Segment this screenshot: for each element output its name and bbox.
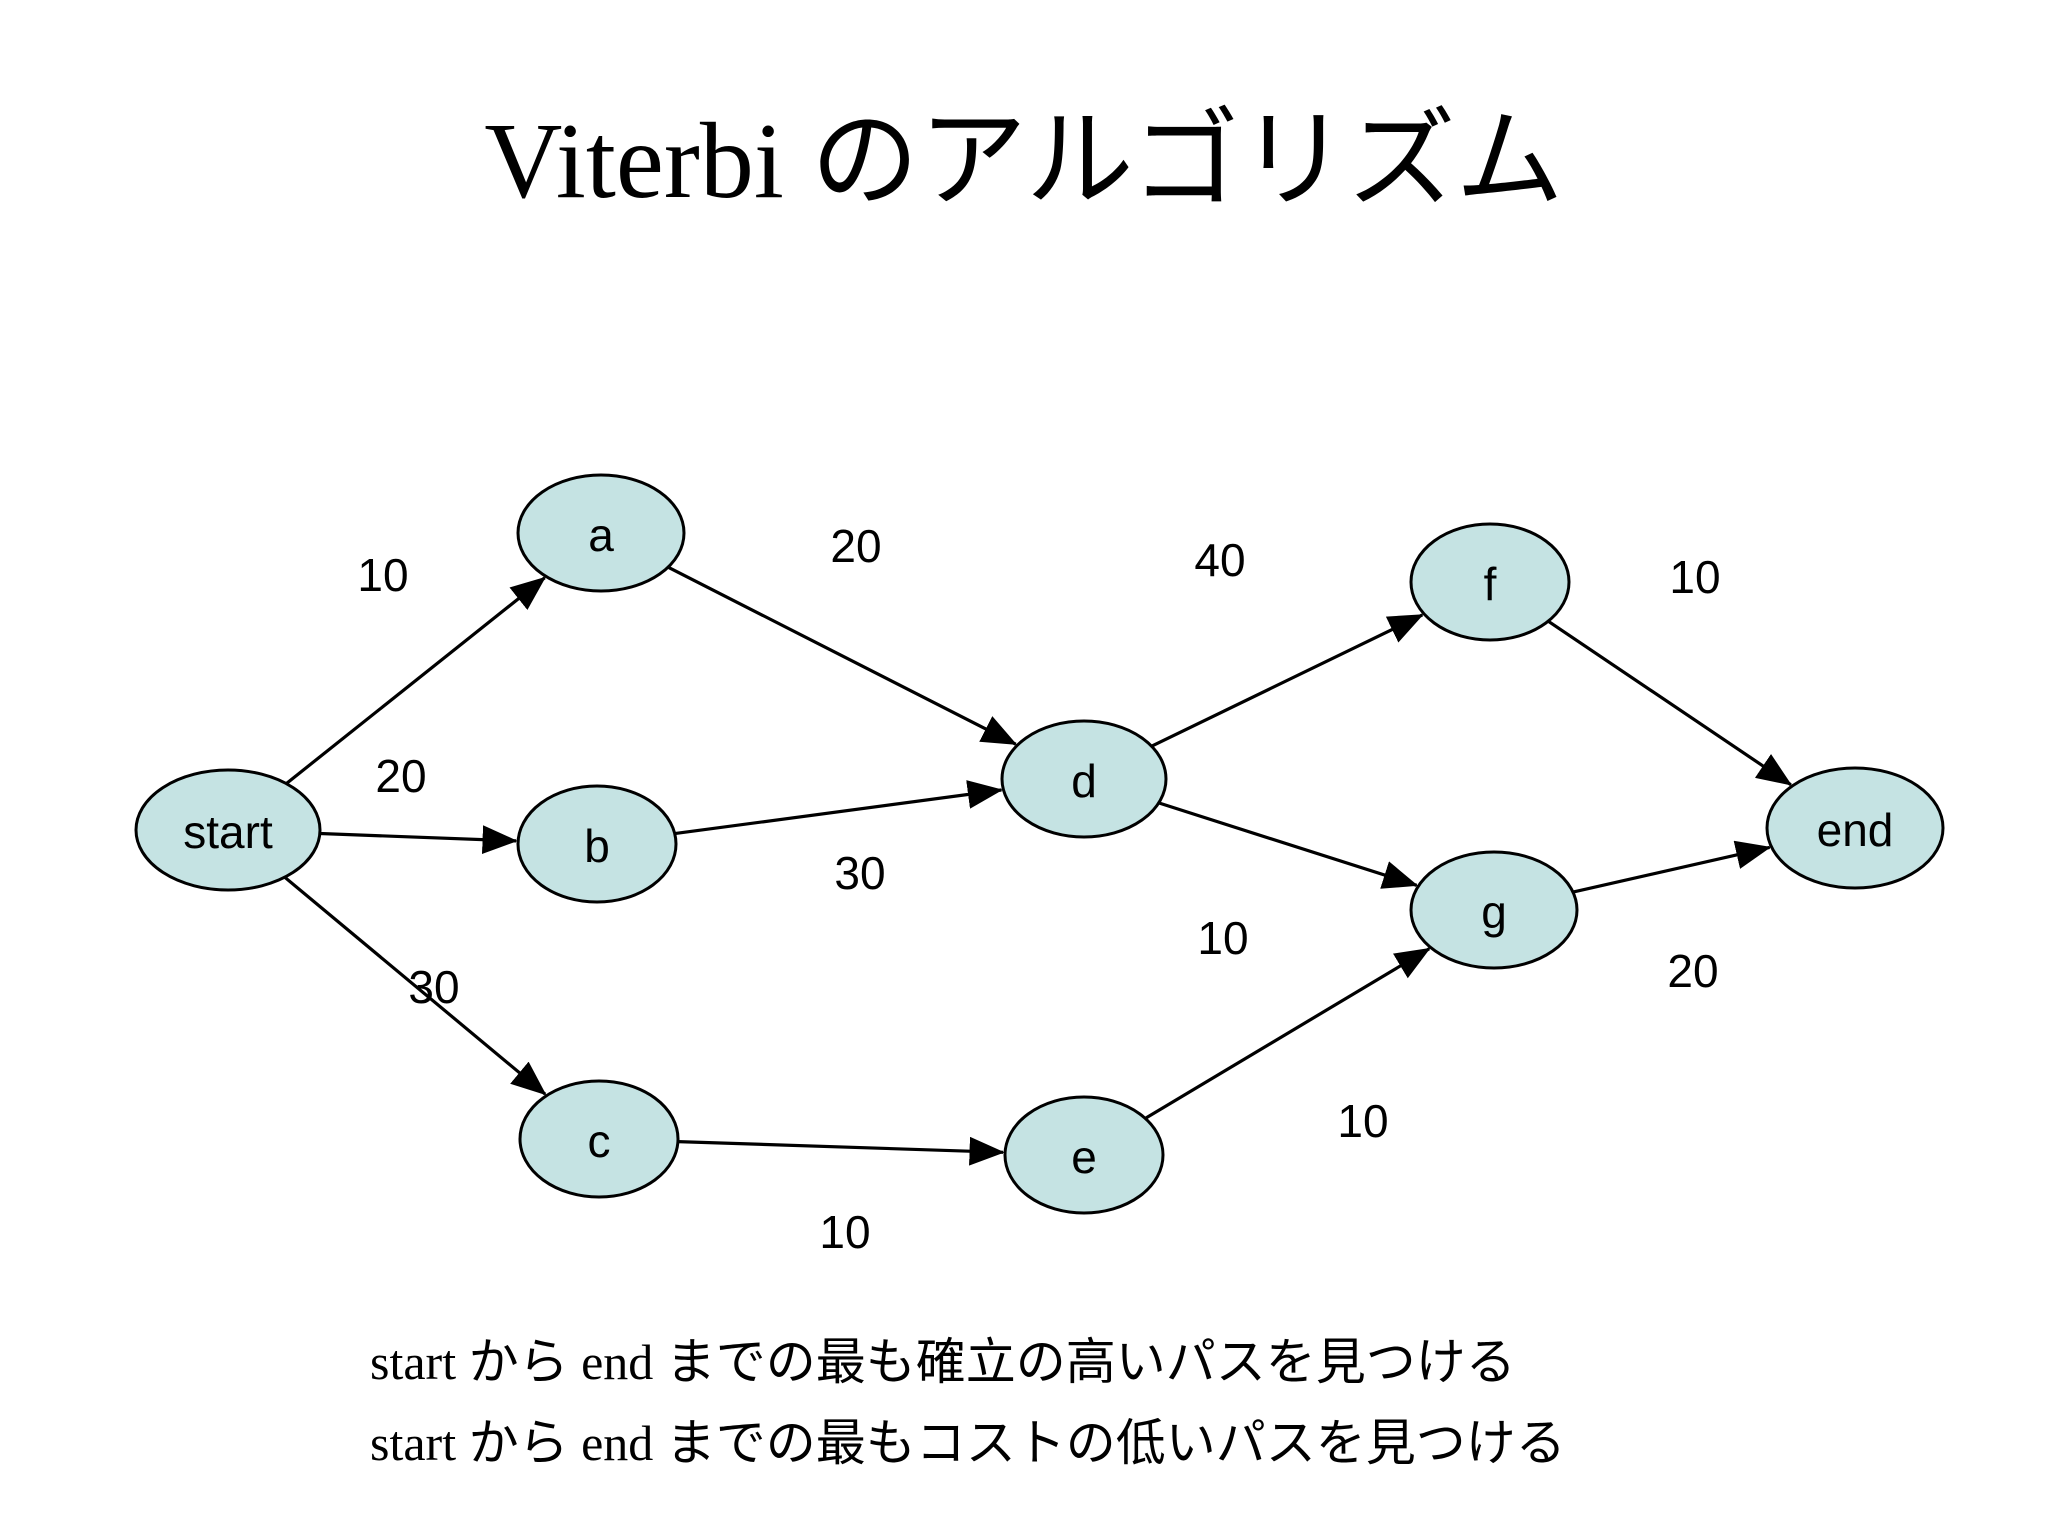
edge-weight-start-b: 20	[375, 750, 426, 802]
node-shape-f	[1409, 522, 1571, 642]
page-title: Viterbi のアルゴリズム	[484, 102, 1564, 221]
caption-line-cost: start から end までの最もコストの低いパスを見つける	[370, 1415, 1566, 1471]
graph-edge-e-g	[1144, 947, 1431, 1120]
node-label-g: g	[1481, 886, 1507, 938]
edge-weight-c-e: 10	[819, 1206, 870, 1258]
edge-weight-start-a: 10	[357, 549, 408, 601]
graph-node-start[interactable]: start	[134, 768, 322, 892]
graph-edge-a-d	[667, 565, 1018, 746]
node-shape-g	[1409, 850, 1579, 970]
graph-node-g[interactable]: g	[1409, 850, 1579, 970]
edge-weight-g-end: 20	[1667, 945, 1718, 997]
graph-edge-start-b	[319, 825, 518, 855]
graph-node-c[interactable]: c	[518, 1079, 680, 1199]
edge-weight-d-f: 40	[1194, 534, 1245, 586]
node-label-b: b	[584, 820, 610, 872]
node-shape-b	[516, 784, 678, 904]
node-label-start: start	[183, 806, 273, 858]
node-shape-e	[1003, 1095, 1165, 1215]
graph-node-e[interactable]: e	[1003, 1095, 1165, 1215]
node-label-end: end	[1817, 804, 1894, 856]
edge-weight-e-g: 10	[1337, 1095, 1388, 1147]
node-label-f: f	[1484, 558, 1497, 610]
node-label-d: d	[1071, 755, 1097, 807]
node-shape-d	[1000, 719, 1168, 839]
node-label-c: c	[588, 1115, 611, 1167]
node-label-a: a	[588, 509, 614, 561]
graph-edge-d-f	[1150, 613, 1424, 748]
edge-weight-d-g: 10	[1197, 912, 1248, 964]
graph-node-b[interactable]: b	[516, 784, 678, 904]
node-shape-a	[516, 473, 686, 593]
node-shape-start	[134, 768, 322, 892]
nodes-layer: start a b c d e f g end	[134, 473, 1945, 1215]
caption-line-probability: start から end までの最も確立の高いパスを見つける	[370, 1334, 1516, 1390]
edge-weight-b-d: 30	[834, 847, 885, 899]
graph-node-a[interactable]: a	[516, 473, 686, 593]
graph-edge-c-e	[677, 1136, 1005, 1166]
graph-node-end[interactable]: end	[1765, 766, 1945, 890]
edge-weight-f-end: 10	[1669, 551, 1720, 603]
graph-edge-start-c	[283, 875, 547, 1096]
edge-weights-layer: 10 20 30 20 30 10 40 10 10 10 20	[357, 520, 1720, 1258]
graph-edge-b-d	[674, 780, 1003, 836]
graph-edge-start-a	[285, 576, 546, 785]
graph-edge-d-g	[1158, 801, 1419, 889]
edges-layer	[283, 565, 1793, 1166]
node-shape-c	[518, 1079, 680, 1199]
graph-node-f[interactable]: f	[1409, 522, 1571, 642]
node-shape-end	[1765, 766, 1945, 890]
graph-edge-f-end	[1547, 619, 1793, 787]
graph-node-d[interactable]: d	[1000, 719, 1168, 839]
node-label-e: e	[1071, 1131, 1097, 1183]
edge-weight-start-c: 30	[408, 961, 459, 1013]
edge-weight-a-d: 20	[830, 520, 881, 572]
graph-edge-g-end	[1572, 840, 1772, 894]
